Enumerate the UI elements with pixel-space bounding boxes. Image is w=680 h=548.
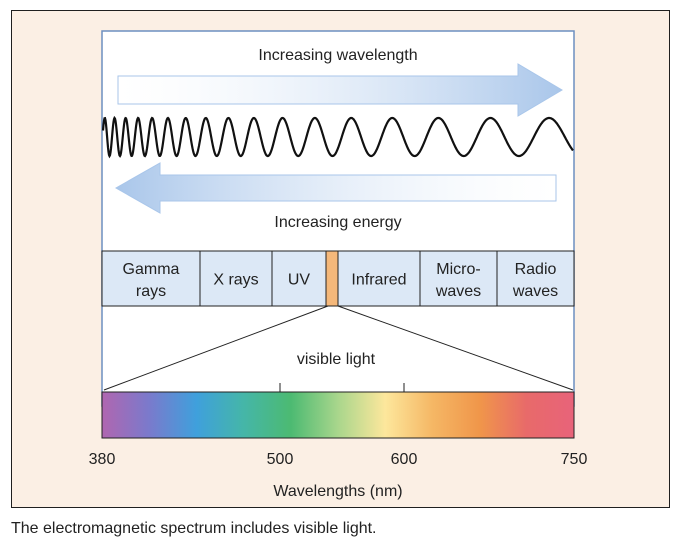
band-microwave-label: Micro- <box>436 261 480 278</box>
tick-label-380: 380 <box>89 451 116 468</box>
band-visible <box>325 250 339 307</box>
tick-label-500: 500 <box>267 451 294 468</box>
cone-left-line <box>103 305 329 391</box>
band-infrared <box>337 250 421 307</box>
figure-caption: The electromagnetic spectrum includes vi… <box>11 520 377 537</box>
tick-label-750: 750 <box>561 451 588 468</box>
energy-arrow <box>114 162 557 214</box>
visible-light-label: visible light <box>297 351 376 368</box>
band-microwave-label: waves <box>435 283 481 300</box>
band-radio-label: Radio <box>515 261 557 278</box>
axis-label: Wavelengths (nm) <box>273 483 402 500</box>
cone-right-line <box>337 305 574 391</box>
wave-line <box>101 115 574 159</box>
band-gamma <box>101 250 201 307</box>
spectrum-diagram: Increasing wavelength Increasing energy … <box>89 30 588 500</box>
band-xray-label: X rays <box>213 272 258 289</box>
energy-arrow-label: Increasing energy <box>274 214 401 231</box>
band-gamma-label: Gamma <box>123 261 180 278</box>
wavelength-arrow <box>117 63 563 117</box>
band-microwave <box>419 250 498 307</box>
tick-label-600: 600 <box>391 451 418 468</box>
band-radio-label: waves <box>512 283 558 300</box>
wavelength-arrow-label: Increasing wavelength <box>258 47 417 64</box>
band-uv-label: UV <box>288 272 311 289</box>
visible-spectrum-bar <box>101 391 575 439</box>
band-row: Gamma rays X rays UV Infrared Micro-waves Radi… <box>101 250 575 307</box>
band-radio <box>496 250 575 307</box>
band-gamma-label: rays <box>136 283 166 300</box>
band-infrared-label: Infrared <box>351 272 406 289</box>
band-uv <box>271 250 327 307</box>
wavelength-ticks: 380 500 600 750 <box>89 383 588 468</box>
